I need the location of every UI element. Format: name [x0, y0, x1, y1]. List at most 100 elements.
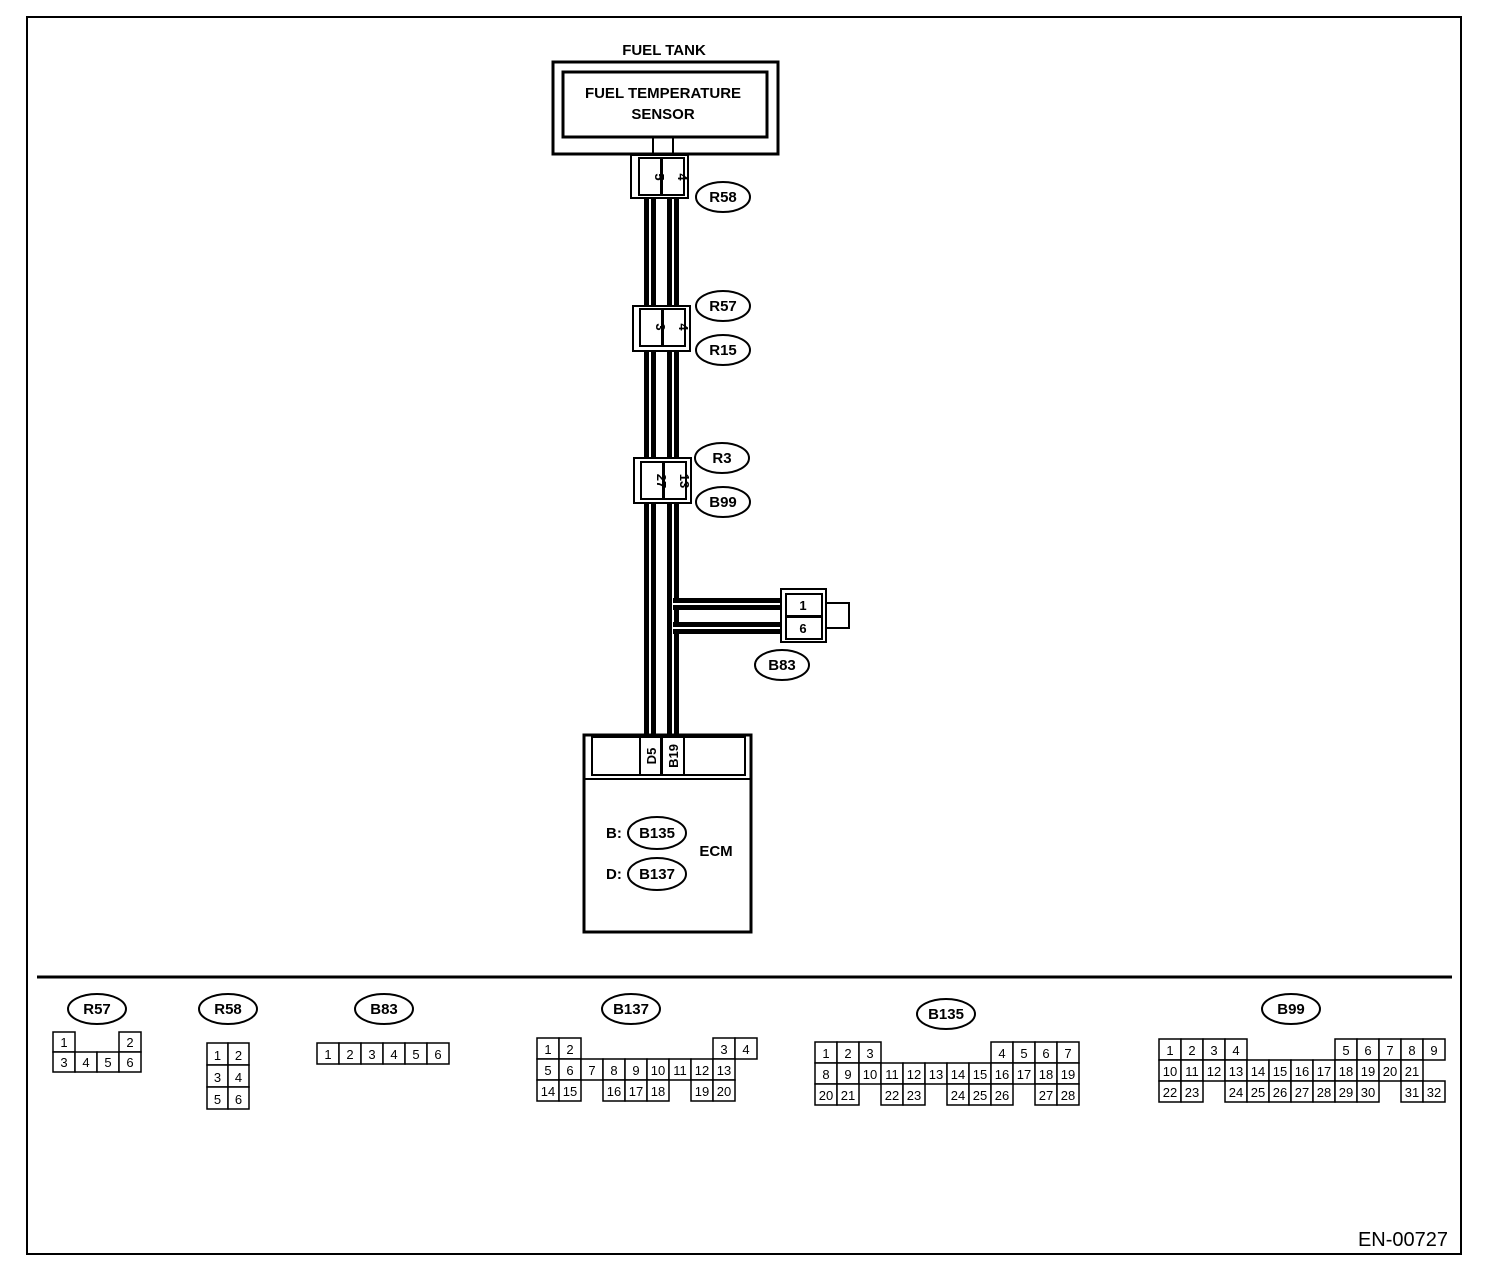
r3-pin-a: 27: [654, 474, 669, 488]
pin-cell: [1180, 1080, 1204, 1103]
pin-number: 17: [1017, 1067, 1031, 1082]
pin-number: 4: [742, 1042, 749, 1057]
pin-number: 17: [629, 1084, 643, 1099]
pin-number: 4: [235, 1070, 242, 1085]
sensor-name-line1: FUEL TEMPERATURE: [585, 85, 741, 102]
pin-number: 16: [607, 1084, 621, 1099]
pin-number: 14: [1251, 1064, 1265, 1079]
pin-number: 21: [841, 1088, 855, 1103]
connector-view-badge: [67, 993, 127, 1025]
pin-number: 15: [563, 1084, 577, 1099]
pin-number: 10: [651, 1063, 665, 1078]
pin-number: 1: [1166, 1043, 1173, 1058]
sensor-name-line2: SENSOR: [631, 106, 695, 123]
pin-number: 26: [995, 1088, 1009, 1103]
pin-number: 5: [104, 1055, 111, 1070]
pin-number: 3: [1210, 1043, 1217, 1058]
pin-cell: [990, 1083, 1014, 1106]
connector-view-badge: [198, 993, 258, 1025]
pin-cell: [712, 1079, 736, 1102]
pin-number: 11: [885, 1067, 899, 1082]
pin-cell: [836, 1083, 860, 1106]
pin-cell: [734, 1037, 758, 1060]
pin-number: 2: [126, 1035, 133, 1050]
pin-number: 18: [1039, 1067, 1053, 1082]
pin-number: 13: [717, 1063, 731, 1078]
connector-view-badge: [601, 993, 661, 1025]
connector-view-code: R57: [83, 1001, 111, 1018]
pin-number: 11: [673, 1063, 687, 1078]
pin-number: 28: [1317, 1085, 1331, 1100]
pin-number: 2: [844, 1046, 851, 1061]
pin-number: 7: [1386, 1043, 1393, 1058]
pin-number: 8: [1408, 1043, 1415, 1058]
pin-number: 2: [1188, 1043, 1195, 1058]
pin-number: 4: [82, 1055, 89, 1070]
pin-number: 2: [235, 1048, 242, 1063]
pin-number: 29: [1339, 1085, 1353, 1100]
pin-number: 22: [885, 1088, 899, 1103]
pin-number: 20: [717, 1084, 731, 1099]
pin-number: 1: [324, 1047, 331, 1062]
pin-cell: [118, 1051, 142, 1073]
pin-number: 3: [720, 1042, 727, 1057]
pin-cell: [1356, 1080, 1380, 1103]
pin-number: 18: [651, 1084, 665, 1099]
pin-cell: [227, 1086, 250, 1110]
b83-pin-b: 6: [799, 621, 806, 636]
connector-view-code: B137: [613, 1001, 649, 1018]
connector-r57-r15: 3 4 R57 R15: [632, 290, 751, 366]
pin-number: 13: [1229, 1064, 1243, 1079]
pin-number: 10: [863, 1067, 877, 1082]
pin-number: 15: [973, 1067, 987, 1082]
pin-number: 28: [1061, 1088, 1075, 1103]
connector-view-code: B83: [370, 1001, 398, 1018]
r58-code: R58: [709, 189, 737, 206]
b83-code: B83: [768, 657, 796, 674]
pin-number: 6: [235, 1092, 242, 1107]
pin-number: 5: [214, 1092, 221, 1107]
connector-view-code: B135: [928, 1006, 964, 1023]
pin-number: 2: [346, 1047, 353, 1062]
pin-number: 17: [1317, 1064, 1331, 1079]
connector-view-code: B99: [1277, 1001, 1305, 1018]
connector-view-badge: [1261, 993, 1321, 1025]
r57-code: R57: [709, 298, 737, 315]
b83-pin-a: 1: [799, 598, 806, 613]
pin-number: 13: [929, 1067, 943, 1082]
pin-cell: [558, 1079, 582, 1102]
pin-cell: [1056, 1083, 1080, 1106]
pin-number: 14: [951, 1067, 965, 1082]
pin-number: 31: [1405, 1085, 1419, 1100]
figure-id: EN-00727: [1358, 1229, 1448, 1251]
pin-number: 12: [907, 1067, 921, 1082]
pin-number: 19: [1361, 1064, 1375, 1079]
pin-number: 24: [1229, 1085, 1243, 1100]
r58-pin-a: 5: [652, 173, 667, 180]
r3-code: R3: [712, 450, 731, 467]
pin-number: 26: [1273, 1085, 1287, 1100]
pin-number: 5: [412, 1047, 419, 1062]
pin-number: 1: [60, 1035, 67, 1050]
pin-number: 1: [214, 1048, 221, 1063]
pin-number: 12: [695, 1063, 709, 1078]
fuel-tank-label: FUEL TANK: [622, 42, 706, 59]
b99-code: B99: [709, 494, 737, 511]
pin-number: 16: [1295, 1064, 1309, 1079]
pin-cell: [902, 1083, 926, 1106]
r57-pin-b: 4: [676, 323, 691, 331]
r58-pin-b: 4: [675, 173, 690, 181]
connector-r3-b99: 27 13 R3 B99: [633, 442, 751, 518]
pin-number: 23: [907, 1088, 921, 1103]
connector-r58: 5 4 R58: [630, 154, 751, 213]
pin-number: 32: [1427, 1085, 1441, 1100]
connector-view-badge: [354, 993, 414, 1025]
pin-number: 21: [1405, 1064, 1419, 1079]
pin-number: 14: [541, 1084, 555, 1099]
pin-number: 8: [610, 1063, 617, 1078]
pin-number: 9: [1430, 1043, 1437, 1058]
